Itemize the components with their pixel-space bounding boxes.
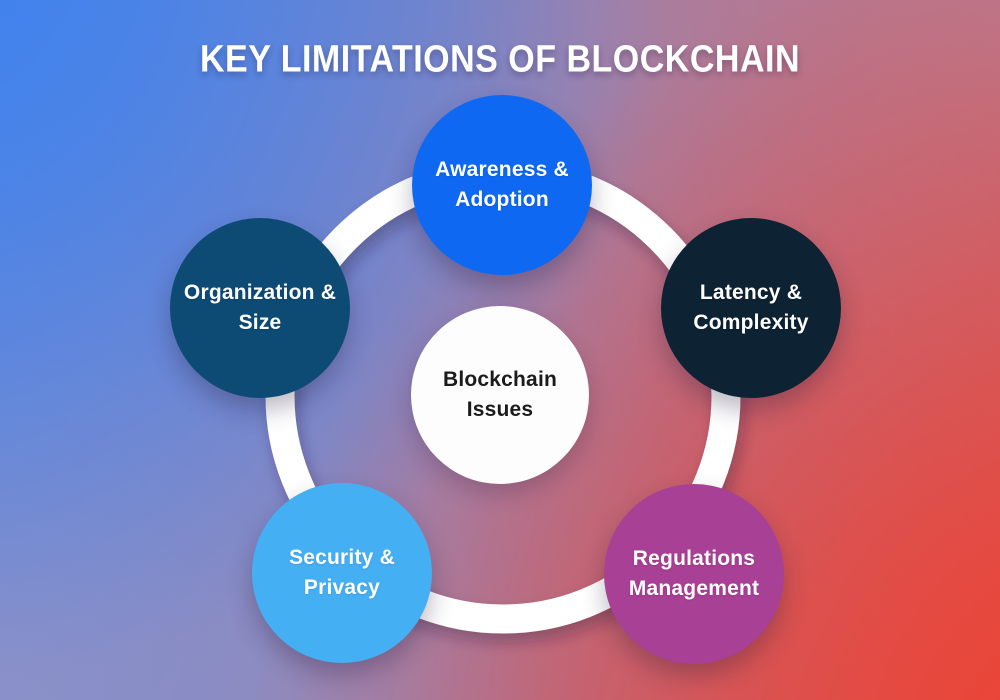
node-label-line: Issues <box>466 398 534 421</box>
page-title: KEY LIMITATIONS OF BLOCKCHAIN <box>199 38 801 81</box>
node-label-line: Size <box>238 311 282 334</box>
node-label-line: Adoption <box>455 188 549 211</box>
node-label-line: Organization & <box>183 281 337 305</box>
node-label-line: Privacy <box>303 576 381 599</box>
node-label-line: Blockchain <box>442 368 558 392</box>
node-label-line: Latency & <box>699 281 803 305</box>
node-label-line: Regulations <box>632 547 756 571</box>
node-security-privacy: Security & Privacy <box>252 483 432 663</box>
node-awareness-adoption: Awareness & Adoption <box>412 95 592 275</box>
node-label-line: Security & <box>289 546 395 570</box>
node-regulations-management: Regulations Management <box>604 484 784 664</box>
node-label-line: Awareness & <box>435 158 569 182</box>
node-label-line: Management <box>628 577 760 600</box>
node-blockchain-issues: Blockchain Issues <box>411 306 589 484</box>
node-label-line: Complexity <box>693 311 809 334</box>
node-organization-size: Organization & Size <box>170 218 350 398</box>
node-latency-complexity: Latency & Complexity <box>661 218 841 398</box>
